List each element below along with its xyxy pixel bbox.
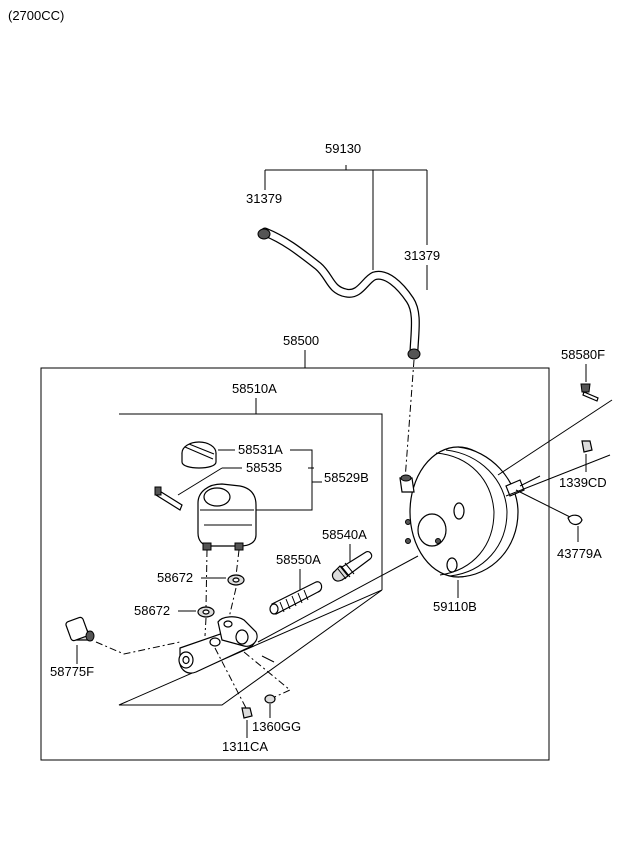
callout-booster-pin: 58580F [561,347,605,362]
hose-to-booster-dashline [404,359,415,481]
callout-proportioning-valve: 58775F [50,664,94,679]
sensor-leader-a [177,467,223,496]
reservoir-bracket-leader [255,449,322,511]
vacuum-hose-group: 59130 31379 31379 [246,141,440,481]
callout-master-cyl-bolt: 1311CA [222,739,268,754]
valve-dashline [95,641,181,655]
booster-mount-line-upper [497,399,613,476]
callout-hose-assembly: 59130 [325,141,361,156]
grommet-upper [227,574,245,586]
grommet-lower [197,606,215,618]
callout-reservoir-sensor: 58535 [246,460,282,475]
callout-booster-nut: 1339CD [559,475,607,490]
hose-clamp-lower [407,348,421,360]
callout-grommet-upper: 58672 [157,570,193,585]
nut-dashline [243,651,291,701]
primary-piston [331,551,373,582]
callout-snap-pin: 43779A [557,546,602,561]
callout-piston-primary: 58540A [322,527,367,542]
booster-mount-line-middle [505,454,611,497]
booster-mount-line-lower [515,489,577,521]
reservoir-cap [181,441,217,469]
fluid-reservoir [197,483,257,551]
callout-reservoir-cap: 58531A [238,442,283,457]
secondary-piston [269,581,323,615]
hose-clamp-upper [257,228,271,240]
callout-master-cylinder: 58510A [232,381,277,396]
mounting-bolt [241,707,253,719]
reservoir-dashline-right-lower [227,587,237,623]
callout-master-cyl-nut: 1360GG [252,719,301,734]
engine-variant-label: (2700CC) [8,8,64,23]
callout-piston-secondary: 58550A [276,552,321,567]
cylinder-booster-axis [257,555,419,643]
booster-clevis-pin [580,383,599,402]
reservoir-dashline-left [205,549,208,609]
booster-mount-nut [581,440,593,453]
brake-booster [399,446,541,578]
reservoir-dashline-left-lower [204,617,207,637]
master-cylinder-body [178,616,275,674]
vacuum-hose [261,228,419,354]
callout-master-cylinder-assembly: 58500 [283,333,319,348]
callout-grommet-lower: 58672 [134,603,170,618]
callout-brake-booster: 59110B [433,599,477,614]
booster-snap-pin [567,514,583,526]
hose-leader-bracket [264,165,428,270]
reservoir-dashline-right [235,549,240,577]
callout-clamp-upper: 31379 [246,191,282,206]
proportioning-valve [65,616,95,642]
master-cylinder-assembly-box [40,367,550,761]
callout-reservoir: 58529B [324,470,369,485]
callout-clamp-lower: 31379 [404,248,440,263]
fluid-level-sensor [154,486,183,511]
mounting-nut [264,694,276,704]
master-cylinder-inner-box [118,413,383,706]
bolt-dashline [214,647,247,709]
